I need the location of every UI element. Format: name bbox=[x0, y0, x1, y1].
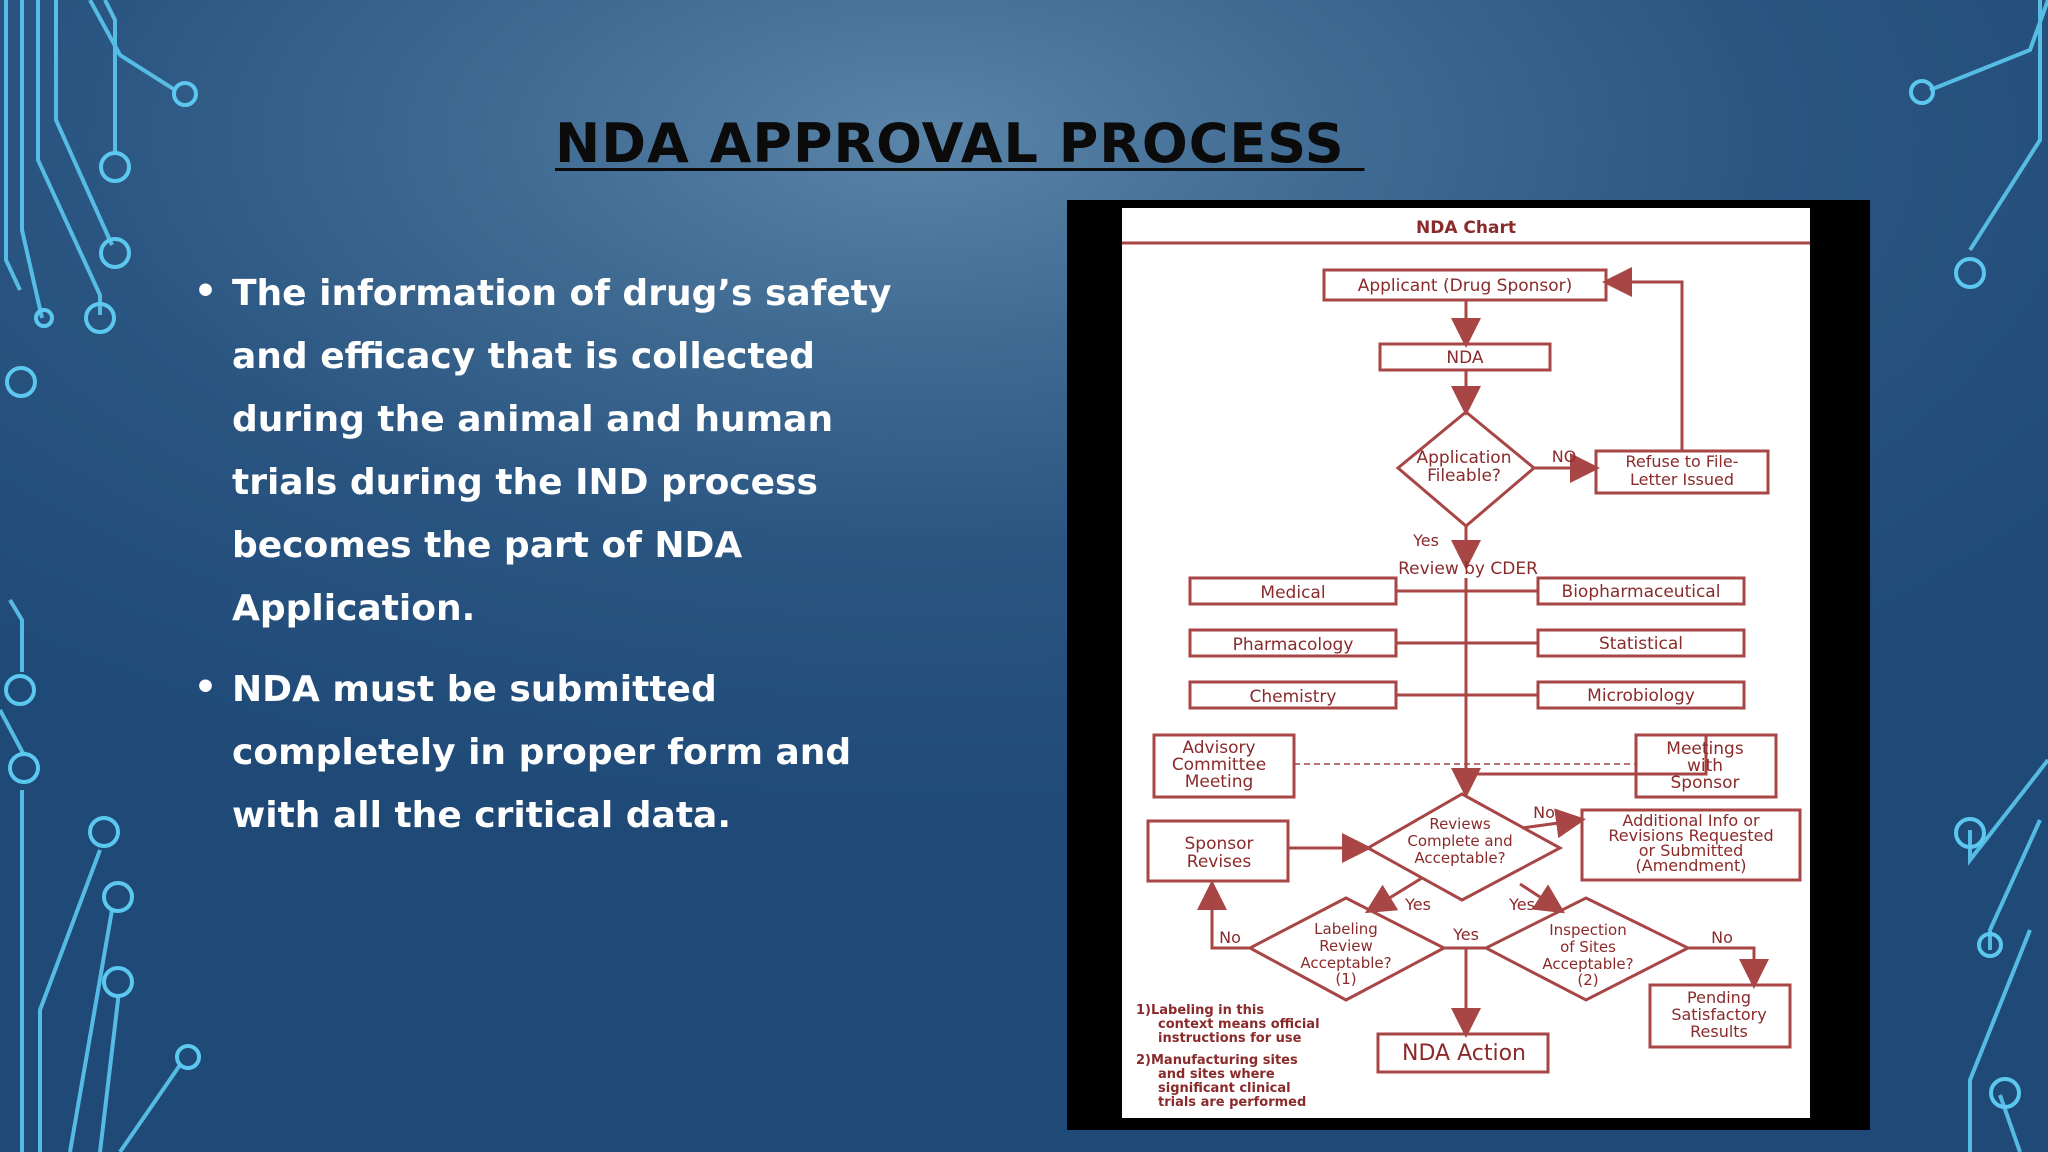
yes-label: Yes bbox=[1404, 895, 1431, 914]
labeling-label: Review bbox=[1319, 937, 1373, 955]
inspection-label: (2) bbox=[1577, 971, 1598, 989]
additional-label: Additional Info or bbox=[1622, 811, 1760, 830]
review-by-label: Review by CDER bbox=[1398, 559, 1538, 579]
inspection-diamond bbox=[1482, 896, 1692, 1002]
statistical-label: Statistical bbox=[1599, 634, 1683, 654]
fileable-label: Fileable? bbox=[1427, 466, 1501, 486]
microbiology-label: Microbiology bbox=[1587, 686, 1695, 706]
pending-box bbox=[1648, 983, 1792, 1049]
nda-label: NDA bbox=[1446, 348, 1484, 368]
footnote-line: 2)Manufacturing sites bbox=[1136, 1053, 1298, 1068]
advisory-label: Meeting bbox=[1185, 772, 1254, 792]
yes-label: Yes bbox=[1508, 895, 1535, 914]
labeling-diamond bbox=[1246, 896, 1448, 1002]
additional-label: Revisions Requested bbox=[1608, 826, 1773, 845]
no-label: No bbox=[1219, 928, 1241, 947]
bullet-list: • The information of drug’s safety and e… bbox=[190, 262, 910, 865]
footnote-line: context means official bbox=[1158, 1017, 1320, 1032]
sponsor-revises-label: Revises bbox=[1187, 852, 1252, 872]
nda-flowchart: NDA Chart Applicant (Drug Sponsor) NDA A… bbox=[1122, 218, 1810, 1110]
reviews-label: Acceptable? bbox=[1414, 849, 1505, 867]
connector bbox=[1197, 880, 1250, 950]
pharmacology-label: Pharmacology bbox=[1233, 635, 1354, 655]
sponsor-revises-label: Sponsor bbox=[1184, 834, 1253, 854]
bullet-item: • The information of drug’s safety and e… bbox=[190, 262, 910, 640]
additional-label: (Amendment) bbox=[1636, 856, 1747, 875]
additional-label: or Submitted bbox=[1639, 841, 1743, 860]
inspection-label: Inspection bbox=[1549, 921, 1626, 939]
bullet-dot-icon: • bbox=[194, 667, 218, 708]
no-label: No bbox=[1533, 803, 1555, 822]
connector bbox=[1444, 946, 1481, 1038]
pending-label: Results bbox=[1690, 1022, 1748, 1041]
bullet-item: • NDA must be submitted completely in pr… bbox=[190, 658, 910, 847]
connector bbox=[1466, 735, 1708, 776]
bullet-text: NDA must be submitted completely in prop… bbox=[232, 669, 852, 836]
bullet-text: The information of drug’s safety and eff… bbox=[232, 273, 892, 629]
yes-label: Yes bbox=[1412, 531, 1439, 550]
footnote-line: instructions for use bbox=[1158, 1031, 1302, 1046]
advisory-box bbox=[1152, 733, 1296, 799]
footnote-line: 1)Labeling in this bbox=[1136, 1003, 1264, 1018]
chart-title: NDA Chart bbox=[1416, 218, 1516, 238]
refuse-label: Refuse to File- bbox=[1626, 452, 1739, 471]
connector bbox=[1688, 946, 1769, 989]
connector bbox=[1521, 808, 1586, 839]
inspection-label: Acceptable? bbox=[1542, 955, 1633, 973]
meetings-label: Meetings bbox=[1666, 739, 1744, 759]
applicant-label: Applicant (Drug Sponsor) bbox=[1358, 276, 1573, 296]
refuse-label: Letter Issued bbox=[1630, 470, 1734, 489]
labeling-label: Acceptable? bbox=[1300, 954, 1391, 972]
slide-title: NDA APPROVAL PROCESS bbox=[555, 112, 1365, 175]
labeling-label: Labeling bbox=[1314, 920, 1378, 938]
connector bbox=[1519, 882, 1566, 914]
advisory-label: Advisory bbox=[1182, 738, 1255, 758]
no-label: NO bbox=[1552, 447, 1577, 466]
pending-label: Satisfactory bbox=[1671, 1005, 1766, 1024]
pending-label: Pending bbox=[1687, 988, 1751, 1007]
biopharma-label: Biopharmaceutical bbox=[1562, 582, 1721, 602]
reviews-diamond bbox=[1364, 792, 1564, 902]
fileable-label: Application bbox=[1417, 448, 1512, 468]
footnote-line: significant clinical bbox=[1158, 1081, 1291, 1096]
advisory-label: Committee bbox=[1172, 755, 1266, 775]
no-label: No bbox=[1711, 928, 1733, 947]
meetings-label: Sponsor bbox=[1670, 773, 1739, 793]
footnote-line: and sites where bbox=[1158, 1067, 1275, 1082]
yes-label: Yes bbox=[1452, 925, 1479, 944]
footnote-line: trials are performed bbox=[1158, 1095, 1306, 1110]
reviews-label: Complete and bbox=[1407, 832, 1512, 850]
additional-info-box bbox=[1580, 808, 1802, 882]
nda-action-label: NDA Action bbox=[1402, 1041, 1526, 1066]
medical-label: Medical bbox=[1260, 583, 1325, 603]
chemistry-label: Chemistry bbox=[1250, 687, 1337, 707]
reviews-label: Reviews bbox=[1429, 815, 1491, 833]
connector bbox=[1602, 267, 1684, 451]
connector bbox=[1364, 876, 1423, 914]
labeling-label: (1) bbox=[1335, 970, 1356, 988]
bullet-dot-icon: • bbox=[194, 271, 218, 312]
meetings-label: with bbox=[1687, 756, 1723, 776]
inspection-label: of Sites bbox=[1560, 938, 1616, 956]
